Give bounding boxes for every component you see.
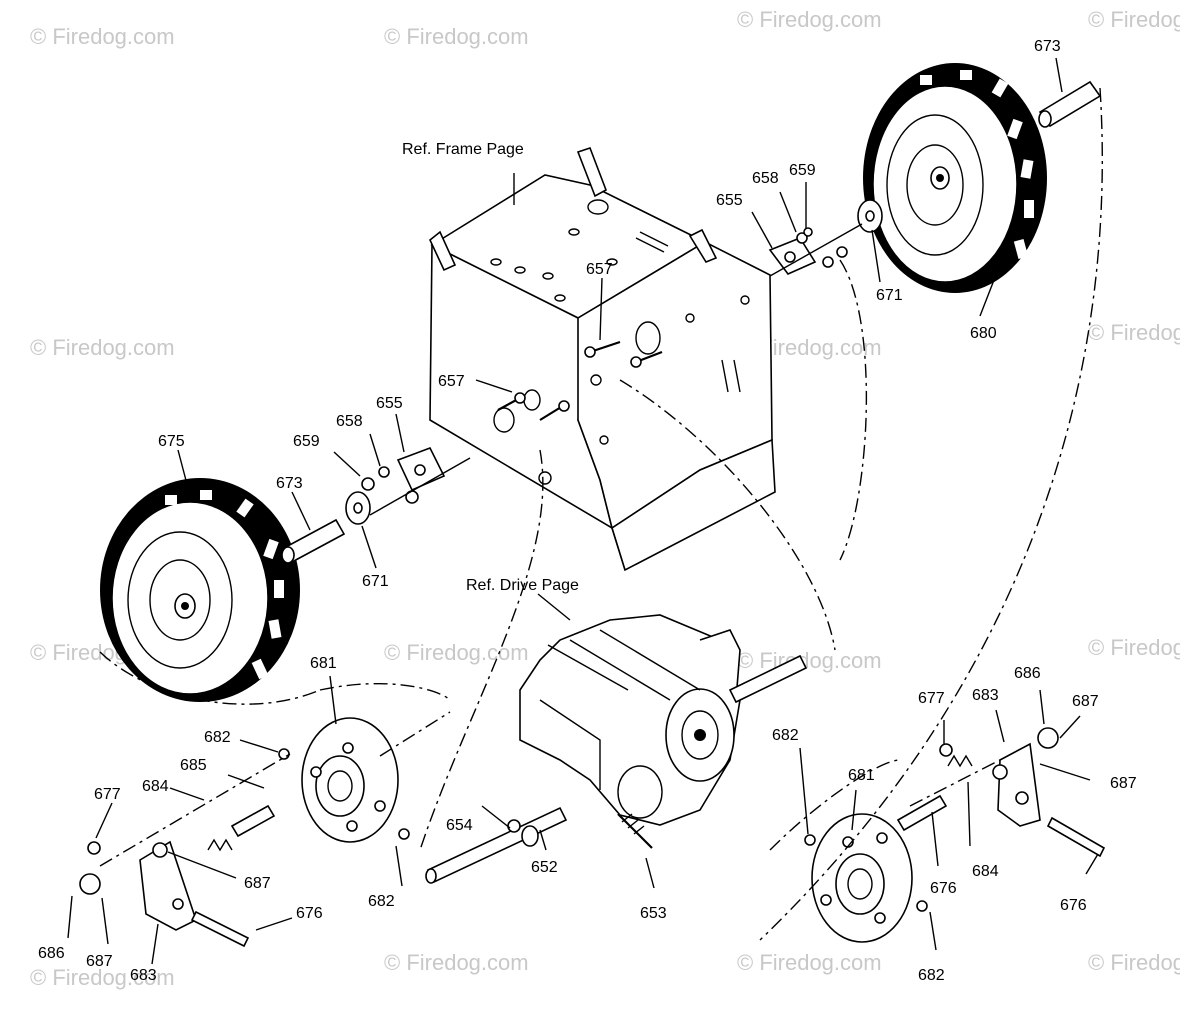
right-wheel-680 xyxy=(863,63,1047,293)
part-label-655: 655 xyxy=(376,395,403,412)
spacer-673-left xyxy=(281,518,346,564)
watermarks: © Firedog.com © Firedog.com © Firedog.co… xyxy=(30,7,1180,990)
spacer-673-right xyxy=(1038,80,1102,128)
watermark-13: © Firedog.com xyxy=(384,950,529,975)
part-label-657: 657 xyxy=(586,261,613,278)
part-label-673: 673 xyxy=(1034,38,1061,55)
hub-hardware-left xyxy=(361,446,471,516)
part-label-677: 677 xyxy=(918,690,945,707)
watermark-3: © Firedog.com xyxy=(737,7,882,32)
part-label-658: 658 xyxy=(752,170,779,187)
ref-drive-page-label: Ref. Drive Page xyxy=(466,577,579,594)
part-label-654: 654 xyxy=(446,817,473,834)
part-label-676: 676 xyxy=(1060,897,1087,914)
part-label-685: 685 xyxy=(180,757,207,774)
part-label-673: 673 xyxy=(276,475,303,492)
part-label-675: 675 xyxy=(158,433,185,450)
svg-text:© Firedog.com: © Firedog.com xyxy=(1088,950,1180,975)
watermark-15: © Firedog.com xyxy=(1088,950,1180,975)
frame-assembly xyxy=(429,146,776,572)
transmission-assembly xyxy=(425,614,808,884)
watermark-14: © Firedog.com xyxy=(737,950,882,975)
svg-text:© Firedog.com: © Firedog.com xyxy=(30,24,175,49)
part-label-687: 687 xyxy=(1110,775,1137,792)
part-label-680: 680 xyxy=(970,325,997,342)
watermark-7: © Firedog.com xyxy=(1088,320,1180,345)
left-hub-plate-681 xyxy=(301,717,399,843)
watermark-5: © Firedog.com xyxy=(30,335,175,360)
part-label-658: 658 xyxy=(336,413,363,430)
part-label-652: 652 xyxy=(531,859,558,876)
part-label-687: 687 xyxy=(1072,693,1099,710)
part-label-682: 682 xyxy=(368,893,395,910)
part-label-682: 682 xyxy=(772,727,799,744)
ref-frame-page-label: Ref. Frame Page xyxy=(402,141,524,158)
svg-text:© Firedog.com: © Firedog.com xyxy=(737,950,882,975)
part-label-684: 684 xyxy=(972,863,999,880)
svg-text:© Firedog.com: © Firedog.com xyxy=(1088,7,1180,32)
part-label-686: 686 xyxy=(38,945,65,962)
part-label-687: 687 xyxy=(86,953,113,970)
reference-labels: Ref. Frame Page Ref. Drive Page xyxy=(402,141,579,594)
washer-671-right xyxy=(857,199,883,233)
part-label-682: 682 xyxy=(204,729,231,746)
part-number-labels: 673 659 658 655 671 680 657 657 655 658 … xyxy=(38,38,1137,984)
part-label-686: 686 xyxy=(1014,665,1041,682)
watermark-2: © Firedog.com xyxy=(384,24,529,49)
right-hub-plate-681 xyxy=(811,813,913,943)
part-label-671: 671 xyxy=(876,287,903,304)
svg-text:© Firedog.com: © Firedog.com xyxy=(384,640,529,665)
part-label-687: 687 xyxy=(244,875,271,892)
part-label-657: 657 xyxy=(438,373,465,390)
part-label-681: 681 xyxy=(310,655,337,672)
svg-text:© Firedog.com: © Firedog.com xyxy=(737,7,882,32)
phantom-lines xyxy=(99,87,1103,941)
left-wheel-675 xyxy=(100,478,300,702)
svg-text:© Firedog.com: © Firedog.com xyxy=(384,24,529,49)
part-label-681: 681 xyxy=(848,767,875,784)
part-label-671: 671 xyxy=(362,573,389,590)
svg-text:© Firedog.com: © Firedog.com xyxy=(384,950,529,975)
svg-text:© Firedog.com: © Firedog.com xyxy=(1088,635,1180,660)
watermark-9: © Firedog.com xyxy=(384,640,529,665)
svg-text:© Firedog.com: © Firedog.com xyxy=(1088,320,1180,345)
watermark-10: © Firedog.com xyxy=(737,648,882,673)
left-hardware xyxy=(79,748,410,948)
part-label-655: 655 xyxy=(716,192,743,209)
hub-hardware-right xyxy=(768,223,863,277)
part-label-676: 676 xyxy=(296,905,323,922)
right-hardware xyxy=(804,727,1106,912)
part-label-683: 683 xyxy=(130,967,157,984)
svg-text:© Firedog.com: © Firedog.com xyxy=(30,335,175,360)
svg-text:© Firedog.com: © Firedog.com xyxy=(737,648,882,673)
part-label-682: 682 xyxy=(918,967,945,984)
washer-671-left xyxy=(345,491,371,525)
part-label-653: 653 xyxy=(640,905,667,922)
watermark-11: © Firedog.com xyxy=(1088,635,1180,660)
watermark-4: © Firedog.com xyxy=(1088,7,1180,32)
part-label-684: 684 xyxy=(142,778,169,795)
part-label-659: 659 xyxy=(789,162,816,179)
part-label-676: 676 xyxy=(930,880,957,897)
watermark-12: © Firedog.com xyxy=(30,965,175,990)
part-label-677: 677 xyxy=(94,786,121,803)
part-label-683: 683 xyxy=(972,687,999,704)
part-label-659: 659 xyxy=(293,433,320,450)
watermark-1: © Firedog.com xyxy=(30,24,175,49)
svg-text:© Firedog.com: © Firedog.com xyxy=(30,965,175,990)
leader-lines xyxy=(67,57,1099,965)
